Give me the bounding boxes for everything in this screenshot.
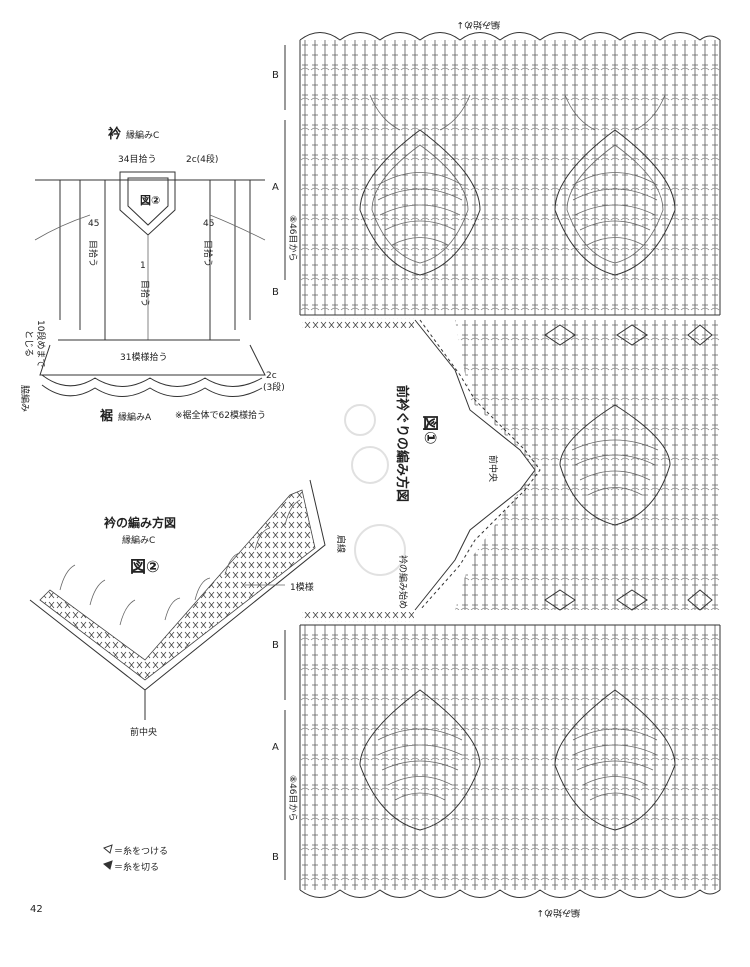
upper-panel-border <box>299 32 721 41</box>
page-number: 42 <box>30 904 43 915</box>
hem-side-label: 脇編み <box>19 385 31 412</box>
collar-chart-pattern: 縁編みC <box>122 534 155 546</box>
center-front-label: 前中央 <box>487 455 499 482</box>
diamond-motifs <box>544 324 713 611</box>
collar-chart: 衿の編み方図 縁編みC 図② 前中央 1模様 <box>29 479 326 738</box>
pineapple-motif <box>559 404 671 526</box>
hem-title-pattern: 縁編みA <box>118 411 152 423</box>
bottom-start-label: 編み始め↓ <box>536 907 580 919</box>
collar-schematic: 衿 縁編みC 34目拾う 2c(4段) 図② 45 目拾う 45 目拾う 1 目… <box>34 126 266 340</box>
lower-panel-stitches <box>300 625 720 890</box>
main-figure-number: 図① <box>421 415 440 445</box>
right-pickup-num: 45 <box>203 219 214 229</box>
collar-title: 衿 <box>108 126 121 142</box>
rows-note-upper: ⑧46目から <box>287 215 298 262</box>
row-label-a: A <box>272 182 279 193</box>
hem-pattern-pickup: 31模様拾う <box>120 351 167 363</box>
cut-yarn-icon <box>103 860 113 870</box>
legend-attach: ＝糸をつける <box>114 845 168 857</box>
row-label-b: B <box>272 640 279 651</box>
attach-yarn-icon <box>103 844 113 854</box>
row-label-b: B <box>272 852 279 863</box>
lower-cross-row <box>302 612 414 622</box>
top-start-label: 編み始め↓ <box>456 19 500 31</box>
main-chart-title: 前衿ぐりの編み方図 <box>394 385 410 502</box>
main-crochet-chart: B A B B A B ⑧46目から ⑧46目から 編み始め↓ 編み始め↓ 前中… <box>272 19 721 919</box>
hem-title: 裾 <box>100 408 113 424</box>
pineapple-motif <box>359 94 481 276</box>
lower-panel-border <box>299 889 721 898</box>
collar-start-label: 衿の編み始め <box>397 555 409 609</box>
collar-chart-one-repeat: 1模様 <box>290 581 314 593</box>
collar-chart-title: 衿の編み方図 <box>104 515 176 530</box>
pineapple-motif <box>554 689 676 831</box>
collar-chart-center: 前中央 <box>130 726 157 738</box>
upper-panel-stitches <box>300 40 720 315</box>
hem-schematic: 10段めまで とじる 31模様拾う 2c (3段) 脇編み 裾 縁編みA ※裾全… <box>19 320 285 424</box>
hem-right-rows-2: (3段) <box>263 381 285 393</box>
center-pickup-num: 1 <box>140 261 146 271</box>
collar-title-pattern: 縁編みC <box>126 129 159 141</box>
row-label-a: A <box>272 742 279 753</box>
center-pickup-unit: 目拾う <box>139 280 151 307</box>
left-pickup-unit: 目拾う <box>87 240 99 267</box>
row-label-b: B <box>272 70 279 81</box>
legend: ＝糸をつける ＝糸を切る <box>103 844 168 873</box>
left-pickup-num: 45 <box>88 219 99 229</box>
hem-right-rows-1: 2c <box>266 371 277 381</box>
top-pickup-label: 34目拾う <box>118 153 156 165</box>
neckline-stitches <box>455 320 720 610</box>
yarn-watermark <box>344 404 406 576</box>
hem-left-note-2: とじる <box>23 330 34 357</box>
rows-note-lower: ⑧46目から <box>287 775 298 822</box>
row-markers: B A B B A B ⑧46目から ⑧46目から <box>272 45 298 880</box>
hem-note: ※裾全体で62模様拾う <box>175 409 266 421</box>
upper-cross-row <box>302 318 414 328</box>
legend-cut: ＝糸を切る <box>114 861 159 873</box>
top-rows-label: 2c(4段) <box>186 153 218 165</box>
shoulder-line-label: 肩線 <box>335 535 347 553</box>
row-label-b: B <box>272 287 279 298</box>
collar-chart-figure: 図② <box>130 557 160 576</box>
pineapple-motif <box>359 689 481 831</box>
right-pickup-unit: 目拾う <box>202 240 214 267</box>
hem-left-note-1: 10段めまで <box>35 320 47 367</box>
figure-ref: 図② <box>140 193 160 207</box>
pineapple-motif <box>554 94 676 276</box>
